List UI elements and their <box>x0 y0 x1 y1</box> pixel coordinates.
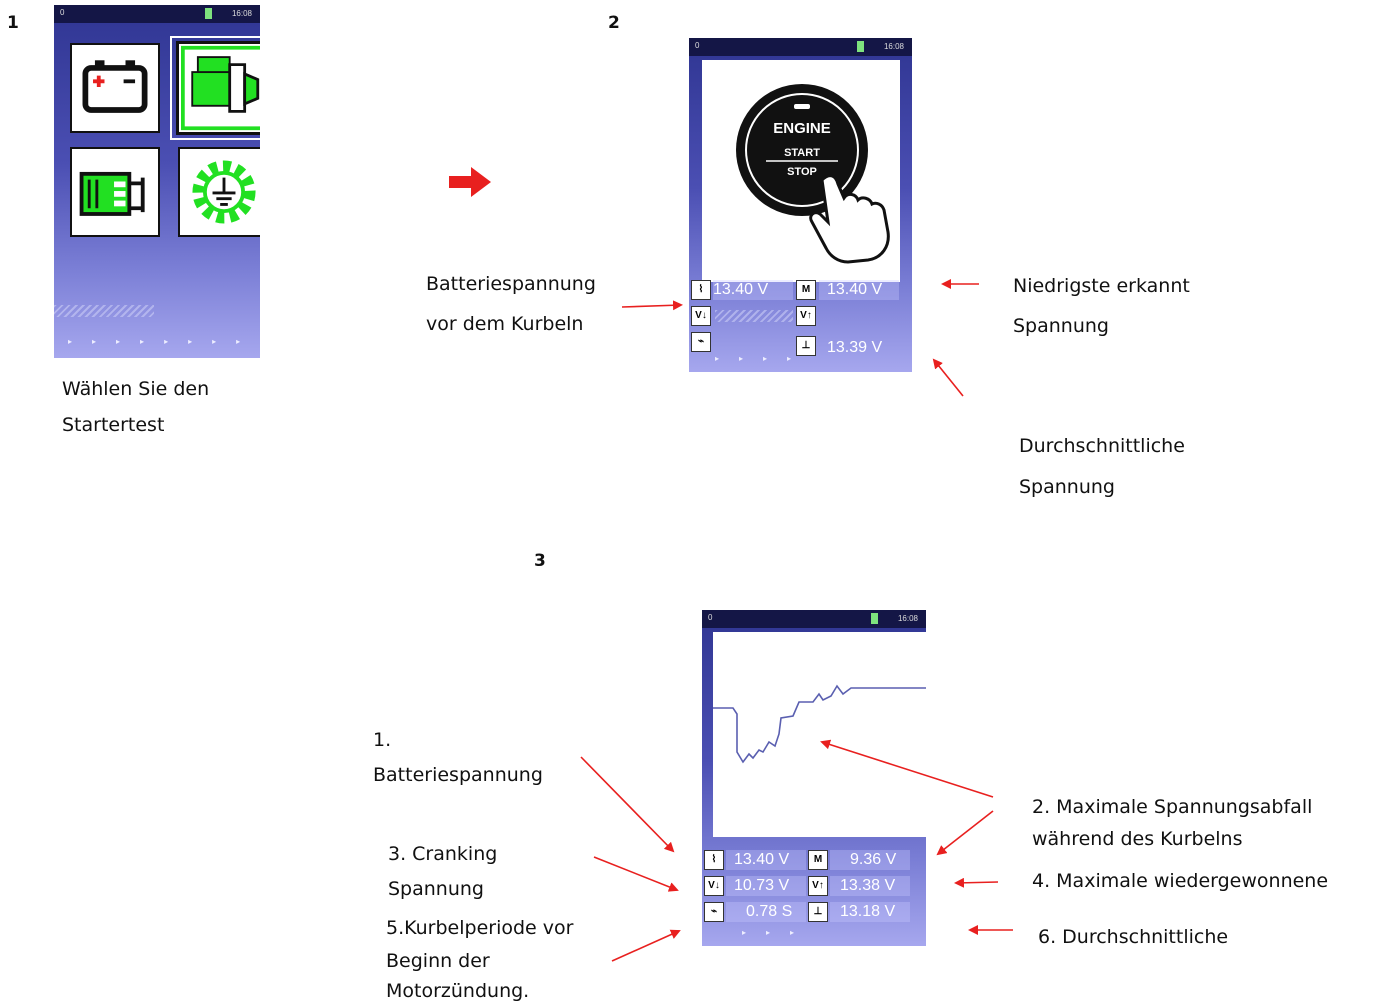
ground-test-tile[interactable] <box>178 147 260 237</box>
max-voltage-icon: M <box>796 280 816 300</box>
menu-screen: 0 16:08 ▸▸▸ <box>54 5 260 358</box>
max-recovered-value: 13.38 V <box>840 877 896 894</box>
period-icon: ⌁ <box>704 902 724 922</box>
alternator-icon <box>79 171 145 216</box>
battery-voltage-icon: ⌇ <box>691 280 711 300</box>
starter-test-tile[interactable] <box>176 41 260 135</box>
average-voltage-icon: ⊥ <box>796 336 816 356</box>
label-2-line2: während des Kurbelns <box>1032 828 1243 850</box>
arrow-2b <box>936 810 994 856</box>
reading-bg <box>819 280 899 300</box>
arrow-5 <box>611 929 681 962</box>
step-number-1: 1 <box>7 13 19 33</box>
label-3-line1: 3. Cranking <box>388 843 498 865</box>
battery-status-icon <box>871 613 878 624</box>
reading-bg <box>713 280 793 300</box>
cranking-value: 10.73 V <box>734 877 790 894</box>
label-battery-before-2: vor dem Kurbeln <box>426 313 584 335</box>
average-voltage-icon: ⊥ <box>808 902 828 922</box>
battery-before-value: 13.40 V <box>713 281 769 298</box>
clock: 16:08 <box>231 9 252 18</box>
status-bar: 0 16:08 <box>689 38 912 56</box>
period-icon: ⌁ <box>691 332 711 352</box>
arrow-1 <box>580 756 675 853</box>
deco-stripe <box>54 305 154 317</box>
arrow-battery-before <box>621 300 683 311</box>
deco-dots: ▸▸▸▸ <box>715 354 812 363</box>
max-recovered-icon: V↑ <box>808 876 828 896</box>
arrow-3 <box>593 856 679 892</box>
status-bar: 0 16:08 <box>702 610 926 628</box>
reading-bg <box>830 902 910 922</box>
reading-bg <box>726 902 806 922</box>
label-battery-before-1: Batteriespannung <box>426 273 596 295</box>
engine-label: ENGINE <box>773 120 831 137</box>
user-count: 0 <box>695 41 700 50</box>
label-lowest-1: Niedrigste erkannt <box>1013 275 1190 297</box>
arrow-average <box>932 358 964 397</box>
result-screen: 0 16:08 ⌇ 13.40 V M 9.36 V V↓ 10.73 V V↑… <box>702 610 926 946</box>
battery-test-tile[interactable] <box>70 43 160 133</box>
engine-button-panel: ENGINE START STOP <box>702 60 900 282</box>
period-value: 0.78 S <box>746 903 793 920</box>
arrow-4 <box>954 877 999 888</box>
clock: 16:08 <box>897 614 918 623</box>
label-select-test-2: Startertest <box>62 414 165 436</box>
battery-voltage-icon: ⌇ <box>704 850 724 870</box>
start-prompt-screen: 0 16:08 ENGINE START STOP ⌇ 13.40 V M 13… <box>689 38 912 372</box>
engine-start-button-icon: ENGINE START STOP <box>736 84 890 264</box>
label-4: 4. Maximale wiedergewonnene <box>1032 870 1329 892</box>
battery-value: 13.40 V <box>734 851 790 868</box>
label-5-line3: Motorzündung. <box>386 980 530 1002</box>
max-drop-value: 9.36 V <box>850 851 897 868</box>
average-value: 13.39 V <box>827 339 883 356</box>
reading-bg <box>726 850 806 870</box>
battery-icon <box>82 60 148 113</box>
voltage-down-icon: V↓ <box>691 306 711 326</box>
start-label: START <box>784 147 820 159</box>
label-1-line2: Batteriespannung <box>373 764 543 786</box>
cranking-icon: V↓ <box>704 876 724 896</box>
max-drop-icon: M <box>808 850 828 870</box>
voltage-up-icon: V↑ <box>796 306 816 326</box>
alternator-test-tile[interactable] <box>70 147 160 237</box>
voltage-graph <box>713 632 926 837</box>
reading-bg <box>726 876 806 896</box>
deco-dots: ▸▸▸ <box>742 928 815 937</box>
starter-motor-icon <box>181 45 260 131</box>
status-bar: 0 16:08 <box>54 5 260 23</box>
reading-bg <box>830 876 910 896</box>
average-value: 13.18 V <box>840 903 896 920</box>
label-3-line2: Spannung <box>388 878 484 900</box>
label-6: 6. Durchschnittliche <box>1038 926 1229 948</box>
clock: 16:08 <box>883 42 904 51</box>
battery-status-icon <box>857 41 864 52</box>
label-select-test-1: Wählen Sie den <box>62 378 210 400</box>
label-5-line1: 5.Kurbelperiode vor <box>386 917 574 939</box>
deco-stripe <box>715 310 793 322</box>
deco-dots: ▸▸▸▸▸▸▸▸ <box>68 337 260 346</box>
user-count: 0 <box>708 613 713 622</box>
label-average-1: Durchschnittliche <box>1019 435 1185 457</box>
label-2-line1: 2. Maximale Spannungsabfall <box>1032 796 1313 818</box>
step-number-3: 3 <box>534 551 546 571</box>
label-1-line1: 1. <box>373 729 392 751</box>
selection-frame <box>170 36 260 140</box>
arrow-2a <box>820 739 994 798</box>
voltage-trace <box>713 684 926 764</box>
stop-label: STOP <box>787 166 817 178</box>
next-arrow-icon <box>449 167 491 197</box>
user-count: 0 <box>60 8 65 17</box>
label-lowest-2: Spannung <box>1013 315 1109 337</box>
step-number-2: 2 <box>608 13 620 33</box>
lowest-value: 13.40 V <box>827 281 883 298</box>
label-average-2: Spannung <box>1019 476 1115 498</box>
reading-bg <box>830 850 910 870</box>
battery-status-icon <box>205 8 212 19</box>
ground-gear-icon <box>192 160 256 224</box>
label-5-line2: Beginn der <box>386 950 490 972</box>
